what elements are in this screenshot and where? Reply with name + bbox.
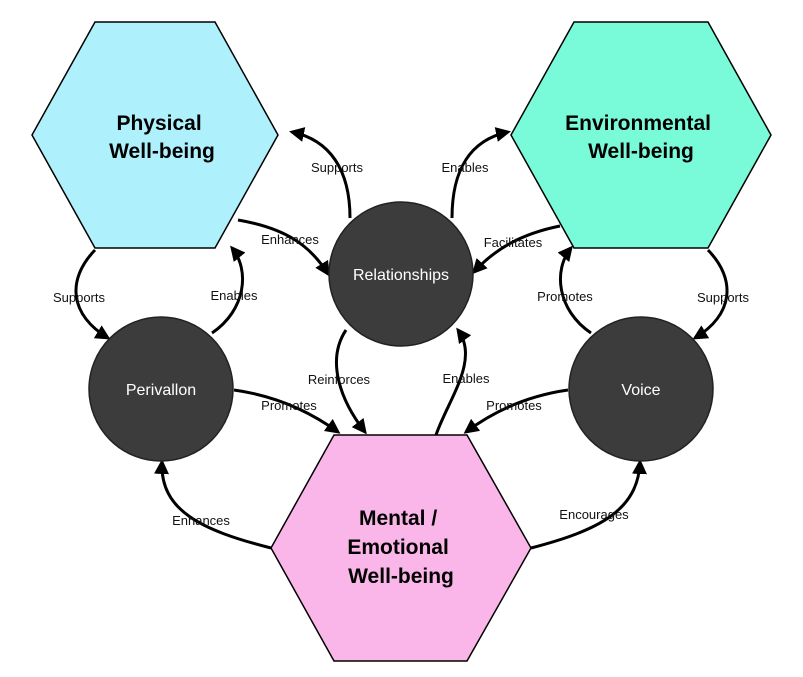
edge-physical-relationships: [237, 218, 330, 277]
edge-label-enhances-perivallon: Enhances: [172, 513, 230, 528]
edge-label-supports-voice: Supports: [697, 290, 750, 305]
environmental-label-line-2: Well-being: [588, 140, 694, 163]
physical-label-line-1: Physical: [116, 112, 201, 135]
edge-label-enables-physical: Enables: [211, 288, 258, 303]
perivallon-circle: [88, 316, 234, 462]
edge-label-reinforces: Reinforces: [308, 372, 371, 387]
physical-hexagon: [31, 21, 279, 249]
edge-label-promotes-environmental: Promotes: [537, 289, 593, 304]
voice-label: Voice: [621, 382, 660, 399]
edge-perivallon-physical: [211, 245, 246, 335]
edge-voice-mental: [463, 388, 569, 434]
mental-label: Mental / Emotional Well-being: [347, 507, 454, 588]
edge-perivallon-mental: [233, 388, 341, 434]
voice-node: Voice: [568, 316, 714, 462]
edge-mental-voice: [530, 459, 647, 550]
mental-label-line-1: Mental /: [359, 507, 437, 530]
edges: [74, 127, 729, 550]
edge-label-encourages: Encourages: [559, 507, 629, 522]
edge-label-enables-environmental: Enables: [442, 160, 489, 175]
relationships-label: Relationships: [353, 267, 449, 284]
perivallon-node: Perivallon: [88, 316, 234, 462]
edge-voice-environmental: [557, 245, 592, 335]
edge-mental-perivallon: [154, 459, 272, 550]
edge-environmental-voice: [692, 248, 729, 340]
environmental-wellbeing-node: Environmental Well-being: [510, 21, 772, 249]
relationships-circle: [328, 201, 474, 347]
edge-relationships-environmental: [450, 127, 511, 219]
edge-label-promotes-from-perivallon: Promotes: [261, 398, 317, 413]
edge-environmental-relationships: [471, 224, 561, 275]
edge-labels: Supports Enables Enhances Facilitates Su…: [53, 160, 750, 528]
edge-label-supports-perivallon: Supports: [53, 290, 106, 305]
environmental-label-line-1: Environmental: [565, 112, 711, 135]
edge-label-enables-relationships: Enables: [443, 371, 490, 386]
physical-wellbeing-node: Physical Well-being: [31, 21, 279, 249]
edge-label-facilitates: Facilitates: [484, 235, 543, 250]
edge-label-supports-physical: Supports: [311, 160, 364, 175]
edge-mental-relationships: [434, 327, 472, 436]
edge-label-promotes-from-voice: Promotes: [486, 398, 542, 413]
mental-label-line-2: Emotional: [347, 536, 449, 559]
edge-relationships-physical: [289, 127, 352, 219]
mental-wellbeing-node: Mental / Emotional Well-being: [270, 434, 532, 662]
edge-relationships-mental: [335, 329, 367, 435]
perivallon-label: Perivallon: [126, 382, 196, 399]
voice-circle: [568, 316, 714, 462]
environmental-label: Environmental Well-being: [565, 112, 717, 163]
mental-label-line-3: Well-being: [348, 565, 454, 588]
edge-physical-perivallon: [74, 248, 111, 340]
physical-label: Physical Well-being: [109, 112, 215, 163]
relationships-node: Relationships: [328, 201, 474, 347]
physical-label-line-2: Well-being: [109, 140, 215, 163]
edge-label-enhances-relationships: Enhances: [261, 232, 319, 247]
environmental-hexagon: [510, 21, 772, 249]
